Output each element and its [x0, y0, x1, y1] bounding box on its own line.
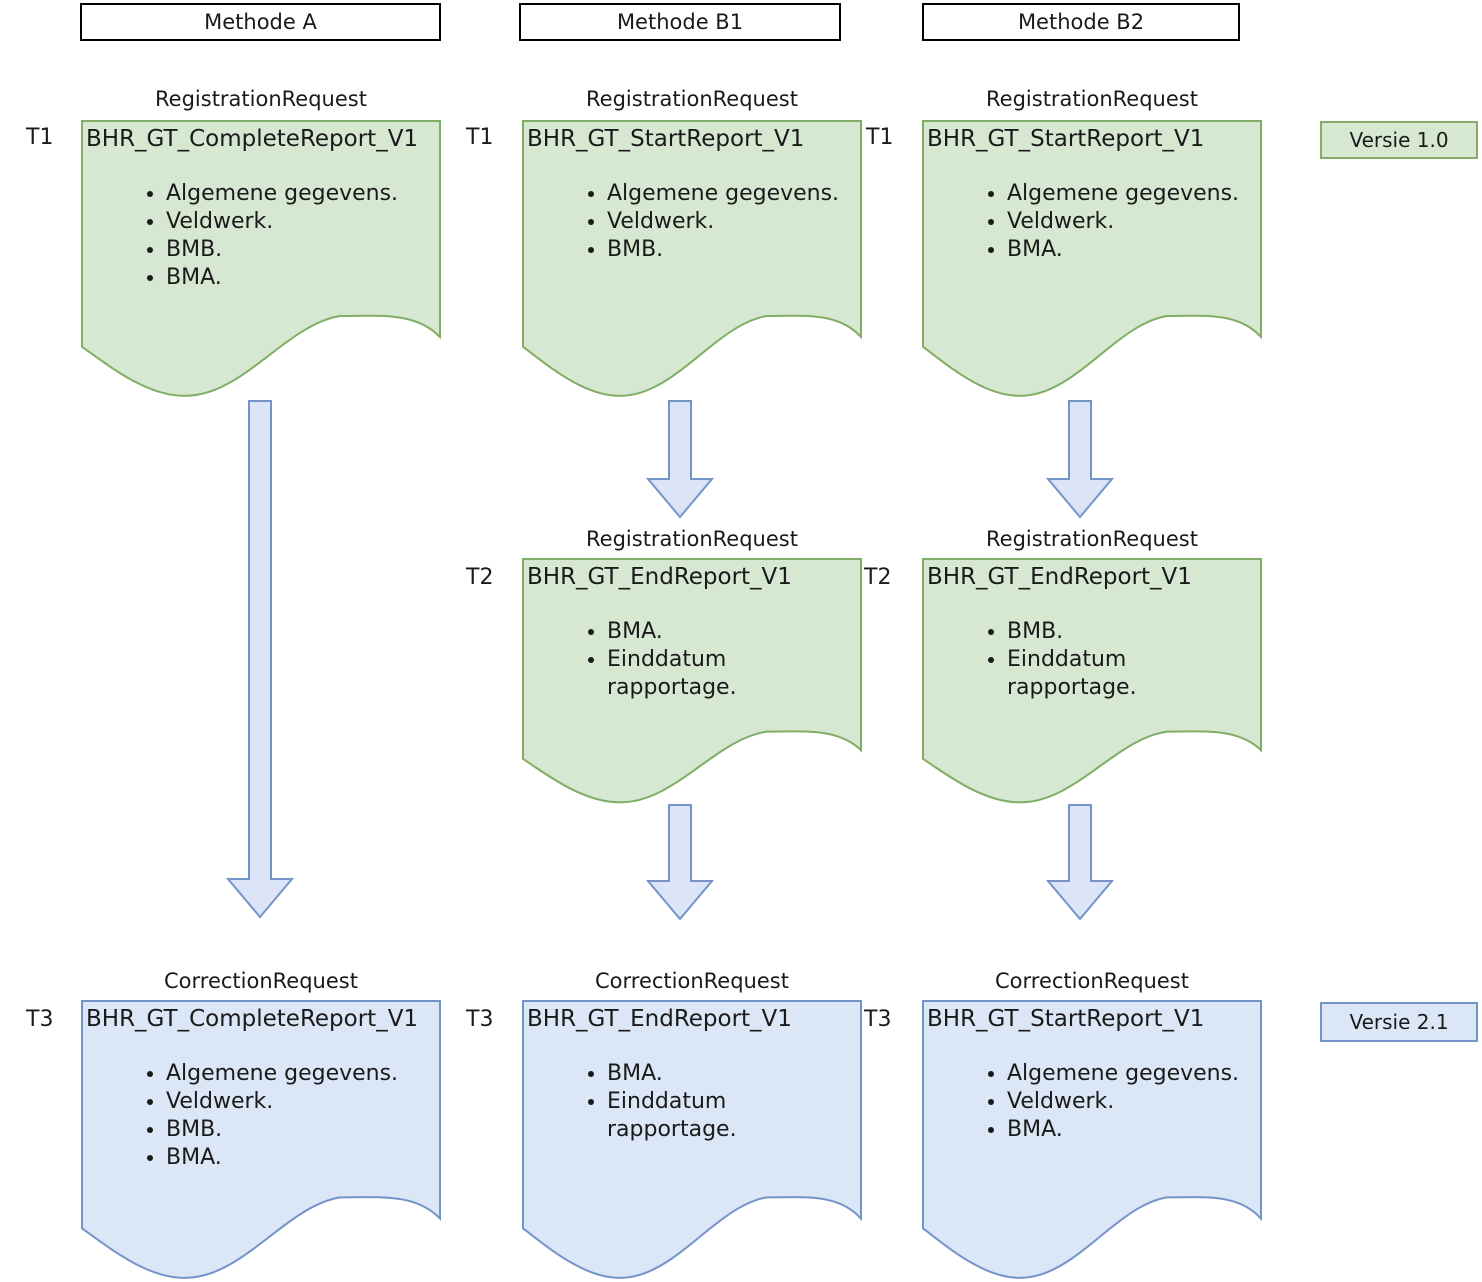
bullet-item: Algemene gegevens. [166, 1060, 423, 1088]
request-type-label: RegistrationRequest [155, 87, 367, 111]
document-title: BHR_GT_CompleteReport_V1 [86, 126, 419, 152]
document-wave-shape [522, 120, 862, 397]
document-registration-end-report-b2: BHR_GT_EndReport_V1 BMB.Einddatum rappor… [922, 558, 1262, 806]
request-type-label: RegistrationRequest [586, 527, 798, 551]
column-header-methode-b1: Methode B1 [519, 3, 841, 41]
document-correction-complete-report: BHR_GT_CompleteReport_V1 Algemene gegeve… [81, 1000, 441, 1282]
document-title: BHR_GT_EndReport_V1 [927, 564, 1192, 590]
version-badge-1-0: Versie 1.0 [1320, 121, 1478, 159]
request-type-label: CorrectionRequest [595, 969, 789, 993]
bullet-item: BMA. [166, 264, 423, 292]
time-label-t2: T2 [864, 565, 892, 590]
bullet-item: Algemene gegevens. [1007, 180, 1244, 208]
document-bullet-list: BMA.Einddatum rapportage. [522, 1060, 862, 1144]
document-title: BHR_GT_StartReport_V1 [927, 126, 1205, 152]
time-label-t2: T2 [466, 565, 494, 590]
document-bullet-list: Algemene gegevens.Veldwerk.BMB.BMA. [81, 180, 441, 292]
request-type-label: RegistrationRequest [986, 527, 1198, 551]
time-label-t3: T3 [466, 1007, 494, 1032]
request-type-label: CorrectionRequest [995, 969, 1189, 993]
document-title: BHR_GT_EndReport_V1 [527, 1006, 792, 1032]
document-bullet-list: Algemene gegevens.Veldwerk.BMA. [922, 1060, 1262, 1144]
bullet-item: Algemene gegevens. [166, 180, 423, 208]
bullet-item: BMB. [166, 236, 423, 264]
request-type-label: RegistrationRequest [586, 87, 798, 111]
bullet-item: Veldwerk. [1007, 208, 1244, 236]
bullet-item: Algemene gegevens. [1007, 1060, 1244, 1088]
document-wave-shape [922, 558, 1262, 804]
document-wave-shape [81, 120, 441, 397]
bullet-item: Einddatum rapportage. [1007, 646, 1244, 702]
request-type-label: RegistrationRequest [986, 87, 1198, 111]
time-label-t1: T1 [26, 125, 54, 150]
document-registration-start-report-b2: BHR_GT_StartReport_V1 Algemene gegevens.… [922, 120, 1262, 400]
document-wave-shape [81, 1000, 441, 1279]
document-wave-shape [522, 558, 862, 804]
bullet-item: BMA. [166, 1144, 423, 1172]
version-badge-2-1: Versie 2.1 [1320, 1002, 1478, 1042]
column-header-methode-a: Methode A [80, 3, 441, 41]
document-correction-end-report-b1: BHR_GT_EndReport_V1 BMA.Einddatum rappor… [522, 1000, 862, 1282]
time-label-t1: T1 [866, 125, 894, 150]
document-title: BHR_GT_StartReport_V1 [527, 126, 805, 152]
bullet-item: Einddatum rapportage. [607, 646, 844, 702]
document-title: BHR_GT_CompleteReport_V1 [86, 1006, 419, 1032]
down-arrow-icon [646, 804, 714, 921]
request-type-label: CorrectionRequest [164, 969, 358, 993]
document-wave-shape [922, 1000, 1262, 1279]
document-title: BHR_GT_EndReport_V1 [527, 564, 792, 590]
document-bullet-list: Algemene gegevens.Veldwerk.BMB.BMA. [81, 1060, 441, 1172]
document-wave-shape [922, 120, 1262, 397]
bullet-item: Veldwerk. [1007, 1088, 1244, 1116]
bullet-item: BMA. [1007, 236, 1244, 264]
time-label-t3: T3 [864, 1007, 892, 1032]
document-bullet-list: Algemene gegevens.Veldwerk.BMB. [522, 180, 862, 264]
down-arrow-icon [1046, 400, 1114, 519]
column-header-methode-b2: Methode B2 [922, 3, 1240, 41]
bullet-item: Veldwerk. [607, 208, 844, 236]
time-label-t1: T1 [466, 125, 494, 150]
bullet-item: Einddatum rapportage. [607, 1088, 844, 1144]
document-registration-start-report-b1: BHR_GT_StartReport_V1 Algemene gegevens.… [522, 120, 862, 400]
bullet-item: Veldwerk. [166, 208, 423, 236]
document-correction-start-report-b2: BHR_GT_StartReport_V1 Algemene gegevens.… [922, 1000, 1262, 1282]
document-registration-end-report-b1: BHR_GT_EndReport_V1 BMA.Einddatum rappor… [522, 558, 862, 806]
down-arrow-icon [646, 400, 714, 519]
bullet-item: BMB. [166, 1116, 423, 1144]
document-wave-shape [522, 1000, 862, 1279]
bullet-item: BMB. [1007, 618, 1244, 646]
bullet-item: Algemene gegevens. [607, 180, 844, 208]
bullet-item: BMA. [607, 1060, 844, 1088]
bullet-item: BMA. [1007, 1116, 1244, 1144]
document-registration-complete-report: BHR_GT_CompleteReport_V1 Algemene gegeve… [81, 120, 441, 400]
time-label-t3: T3 [26, 1007, 54, 1032]
document-bullet-list: Algemene gegevens.Veldwerk.BMA. [922, 180, 1262, 264]
document-bullet-list: BMB.Einddatum rapportage. [922, 618, 1262, 702]
down-arrow-icon [226, 400, 294, 919]
down-arrow-icon [1046, 804, 1114, 921]
bullet-item: Veldwerk. [166, 1088, 423, 1116]
document-bullet-list: BMA.Einddatum rapportage. [522, 618, 862, 702]
bullet-item: BMA. [607, 618, 844, 646]
bullet-item: BMB. [607, 236, 844, 264]
document-title: BHR_GT_StartReport_V1 [927, 1006, 1205, 1032]
